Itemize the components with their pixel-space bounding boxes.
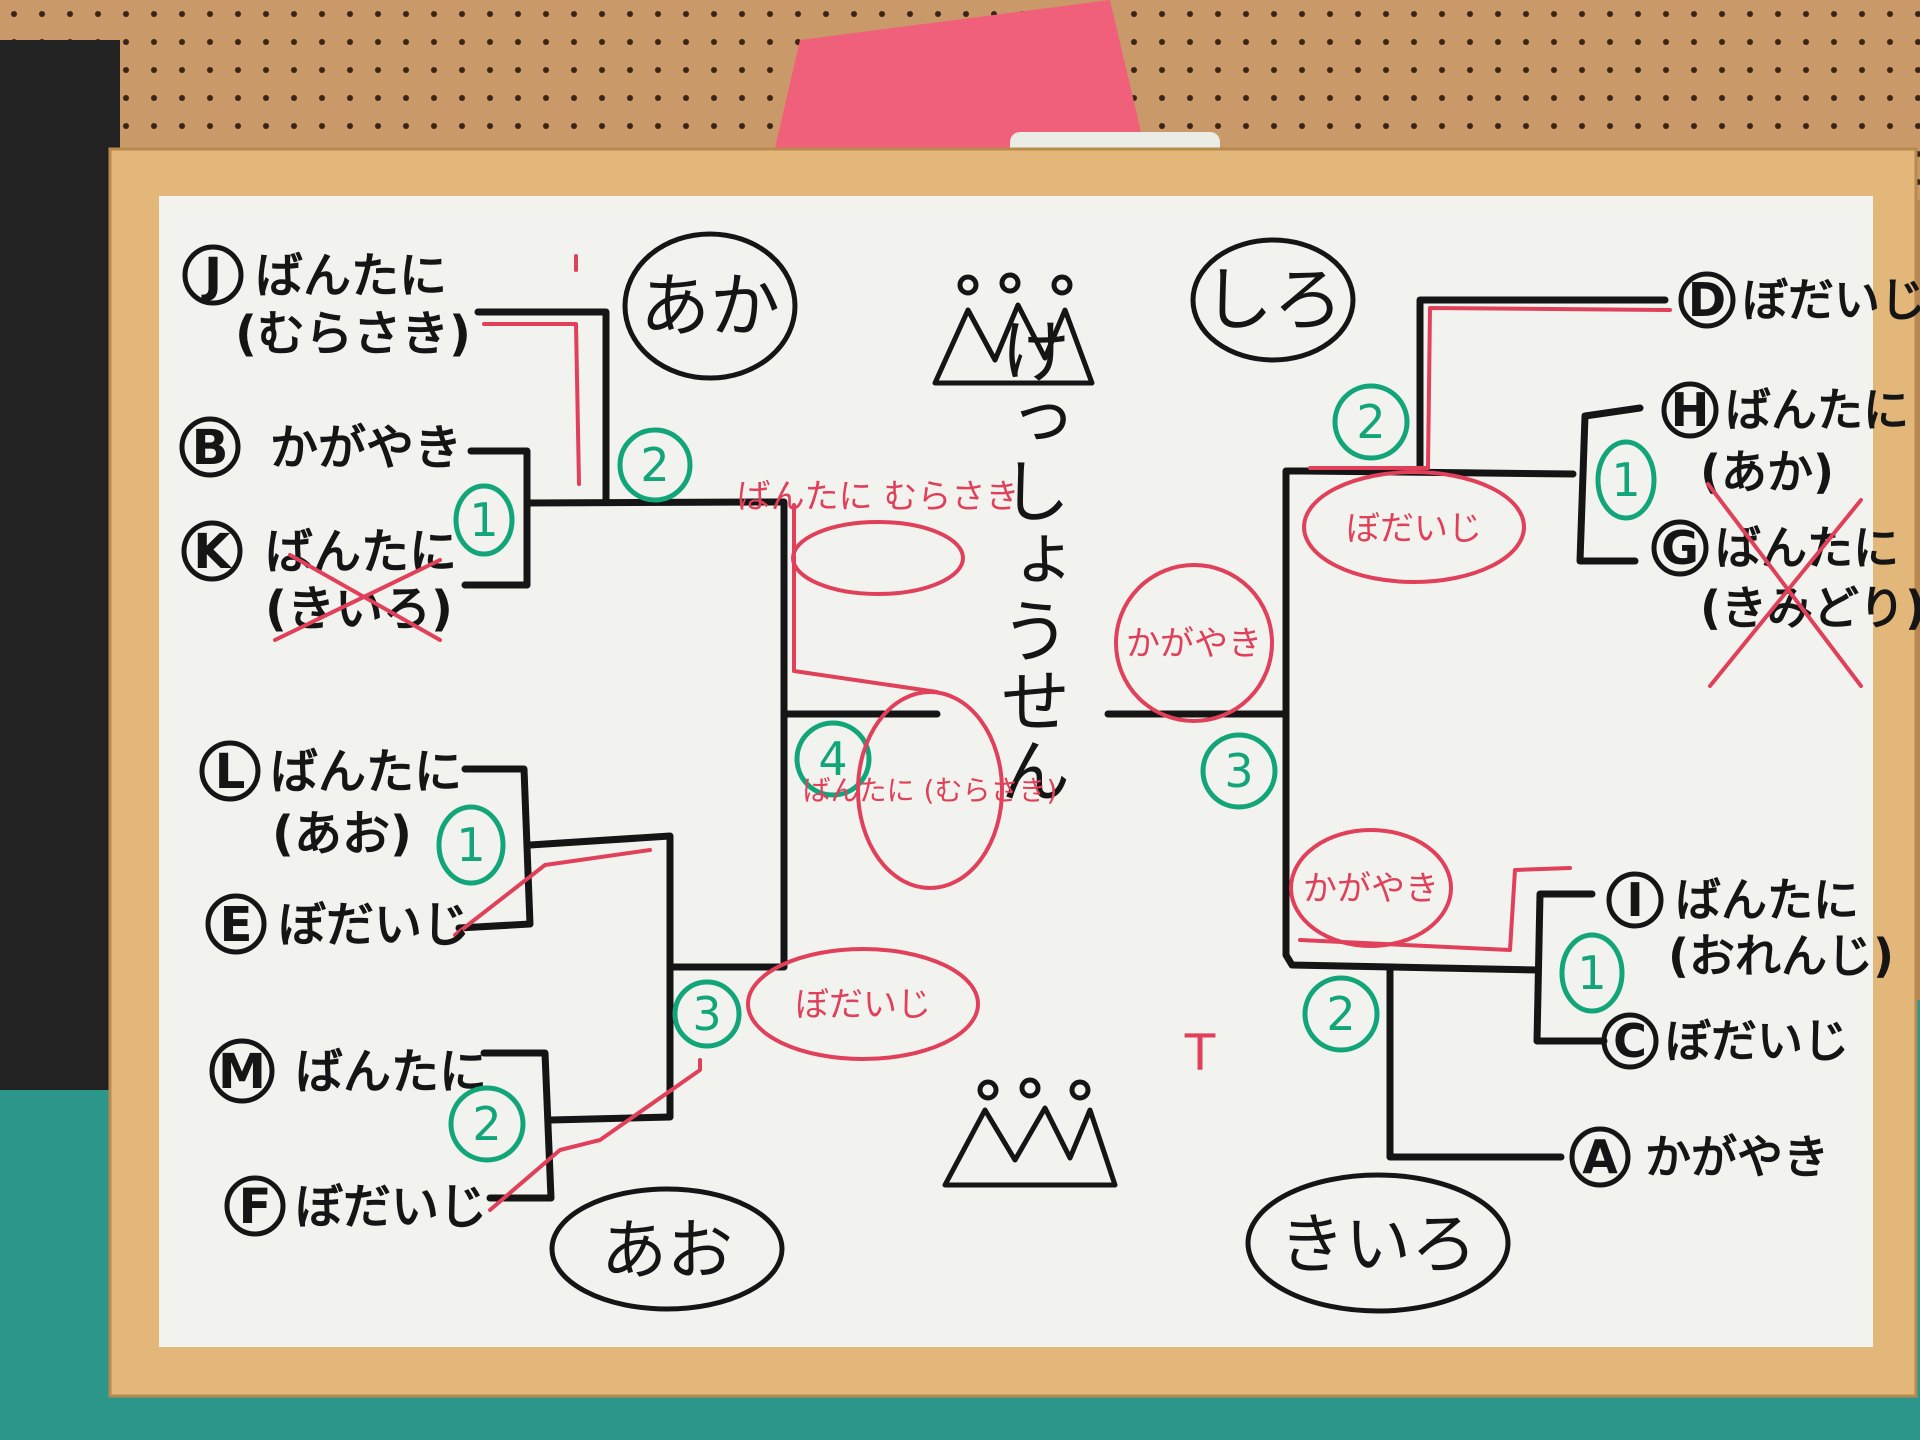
match-number: 1: [1559, 932, 1625, 1014]
svg-text:2: 2: [640, 438, 669, 492]
svg-text:ばんたに: ばんたに: [255, 248, 447, 304]
team-label-ao: あお: [549, 1186, 785, 1312]
svg-text:(あお): (あお): [272, 806, 412, 862]
winner-left-lower: ぼだいじ: [746, 947, 980, 1061]
match-numbers: 1 2 1 2 3 4 2 1 3 2 1: [436, 383, 1657, 1163]
cross-out-mark: [1706, 482, 1863, 688]
entry-M: M ばんたに: [209, 1038, 487, 1104]
svg-text:かがやき: かがやき: [270, 420, 462, 476]
svg-text:しろ: しろ: [1203, 259, 1343, 341]
svg-text:2: 2: [1326, 987, 1355, 1041]
svg-text:ぼだいじ: ぼだいじ: [295, 1179, 487, 1235]
svg-text:2: 2: [472, 1097, 501, 1151]
match-number: 3: [1200, 732, 1278, 810]
svg-text:3: 3: [692, 987, 721, 1041]
entry-E: E ぼだいじ: [205, 893, 470, 955]
winner-right-final: かがやき: [1114, 563, 1274, 723]
svg-text:B: B: [192, 420, 229, 476]
entry-H: H ばんたに (あか): [1661, 381, 1909, 499]
cross-out-mark: [273, 553, 442, 642]
svg-text:ぼだいじ: ぼだいじ: [1742, 273, 1920, 327]
svg-text:ばんたに: ばんたに: [270, 744, 462, 800]
winner-j-bk: ばんたに むらさき: [737, 477, 1020, 596]
svg-text:ぼだいじ: ぼだいじ: [1346, 509, 1482, 549]
svg-text:H: H: [1671, 383, 1710, 437]
team-label-shiro: しろ: [1190, 237, 1356, 363]
svg-text:あか: あか: [640, 265, 780, 347]
match-number: 2: [1332, 383, 1410, 461]
svg-text:(あか): (あか): [1700, 445, 1834, 499]
svg-text:ばんたに: ばんたに: [1675, 873, 1859, 927]
svg-text:(むらさき): (むらさき): [235, 306, 471, 362]
svg-text:G: G: [1661, 521, 1699, 575]
match-number: 1: [453, 483, 515, 557]
svg-text:ぼだいじ: ぼだいじ: [278, 897, 470, 953]
svg-text:ぼだいじ: ぼだいじ: [795, 985, 931, 1025]
pink-bag: [770, 0, 1150, 170]
svg-text:あお: あお: [601, 1212, 733, 1289]
match-number: 2: [1302, 975, 1380, 1053]
svg-text:A: A: [1582, 1130, 1618, 1184]
winner-right-upper: ぼだいじ: [1302, 470, 1526, 584]
svg-text:ばんたに: ばんたに: [265, 524, 457, 580]
entry-I: I ばんたに(おれんじ): [1606, 871, 1894, 983]
svg-text:L: L: [215, 744, 246, 800]
crown-icon: [932, 272, 1095, 386]
svg-text:C: C: [1613, 1014, 1647, 1068]
winner-annotations: ばんたに むらさき ばんたに (むらさき) ぼだいじ かがやき ぼだいじ かがや…: [737, 470, 1526, 1082]
match-number: 3: [672, 979, 742, 1049]
winner-left-final: ばんたに (むらさき): [803, 690, 1058, 890]
team-label-aka: あか: [622, 231, 798, 381]
left-device: [0, 40, 120, 1090]
match-number: 2: [617, 427, 693, 503]
svg-text:ばんたに: ばんたに: [1725, 383, 1909, 437]
svg-text:(きみどり): (きみどり): [1700, 581, 1920, 635]
entry-A: A かがやき: [1569, 1126, 1829, 1188]
svg-text:1: 1: [1611, 453, 1640, 507]
bracket-title: けっしょうせん: [989, 315, 1071, 805]
svg-text:かがやき: かがやき: [1303, 869, 1439, 909]
crown-icon: [942, 1077, 1118, 1188]
svg-text:きいろ: きいろ: [1279, 1206, 1477, 1283]
svg-text:I: I: [1626, 873, 1643, 927]
svg-text:4: 4: [818, 732, 847, 786]
match-number: 1: [436, 804, 506, 886]
team-label-kiiro: きいろ: [1245, 1172, 1511, 1314]
entry-L: L ばんたに (あお): [199, 740, 462, 862]
svg-text:E: E: [220, 897, 253, 953]
winner-right-lower: かがやき: [1289, 828, 1453, 948]
svg-text:ぼだいじ: ぼだいじ: [1665, 1014, 1849, 1068]
svg-text:2: 2: [1356, 395, 1385, 449]
match-number: 4: [794, 720, 872, 798]
svg-text:K: K: [193, 524, 232, 580]
entry-F: F ぼだいじ: [224, 1175, 487, 1237]
svg-text:ばんたに むらさき: ばんたに むらさき: [737, 477, 1020, 517]
match-number: 1: [1595, 439, 1657, 521]
red-mark: T: [1184, 1024, 1216, 1082]
entry-B: B かがやき: [179, 416, 462, 478]
svg-text:1: 1: [469, 493, 498, 547]
svg-text:(おれんじ): (おれんじ): [1668, 929, 1894, 983]
svg-text:J: J: [201, 248, 222, 304]
svg-text:3: 3: [1224, 744, 1253, 798]
svg-text:M: M: [218, 1044, 266, 1100]
winner-path-lines: [453, 254, 1672, 1212]
match-number: 2: [448, 1085, 526, 1163]
svg-text:ばんたに (むらさき): ばんたに (むらさき): [803, 774, 1058, 807]
svg-text:ばんたに: ばんたに: [295, 1044, 487, 1100]
svg-text:1: 1: [1577, 946, 1606, 1000]
svg-text:F: F: [239, 1179, 272, 1235]
svg-text:(きいろ): (きいろ): [265, 581, 453, 637]
svg-text:かがやき: かがやき: [1126, 624, 1262, 664]
entry-J: J ばんたに(むらさき): [182, 244, 471, 362]
svg-text:1: 1: [456, 818, 485, 872]
entry-D: D ぼだいじ: [1678, 271, 1920, 329]
svg-text:かがやき: かがやき: [1645, 1130, 1829, 1184]
entry-C: C ぼだいじ: [1601, 1012, 1849, 1070]
svg-text:D: D: [1688, 273, 1726, 327]
